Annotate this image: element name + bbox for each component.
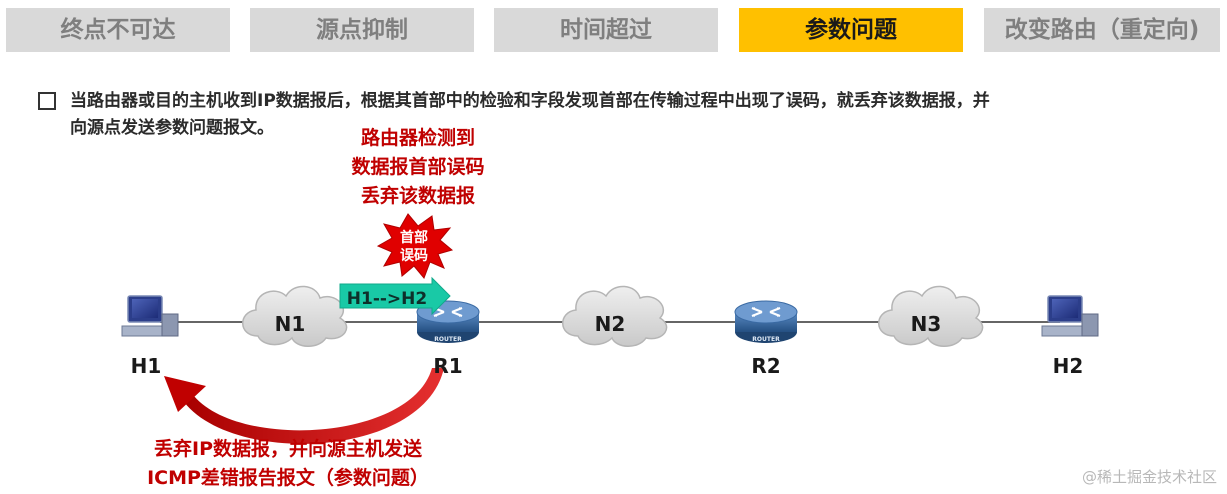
router-detect-line-1: 路由器检测到 <box>360 127 475 149</box>
description-line-2: 向源点发送参数问题报文。 <box>70 118 274 138</box>
tab-parameter-problem[interactable]: 参数问题 <box>739 8 963 52</box>
description-text: 当路由器或目的主机收到IP数据报后，根据其首部中的检验和字段发现首部在传输过程中… <box>70 88 1220 142</box>
node-label-h2: H2 <box>1052 354 1084 378</box>
host-h1-icon <box>121 295 179 337</box>
router-detect-line-2: 数据报首部误码 <box>351 156 485 178</box>
tab-destination-unreachable[interactable]: 终点不可达 <box>6 8 230 52</box>
router-r1-icon: ROUTER <box>416 300 480 343</box>
description-line-1: 当路由器或目的主机收到IP数据报后，根据其首部中的检验和字段发现首部在传输过程中… <box>70 91 990 111</box>
node-label-h1: H1 <box>130 354 162 378</box>
network-n2-cloud <box>562 285 668 347</box>
burst-line-2: 误码 <box>400 248 428 264</box>
icmp-type-tabs: 终点不可达 源点抑制 时间超过 参数问题 改变路由（重定向) <box>0 8 1227 52</box>
host-h2-icon <box>1041 295 1099 337</box>
tab-redirect[interactable]: 改变路由（重定向) <box>984 8 1220 52</box>
icmp-report-line-2: ICMP差错报告报文（参数问题） <box>147 467 429 489</box>
icmp-report-annotation: 丢弃IP数据报，并向源主机发送 ICMP差错报告报文（参数问题） <box>118 435 458 493</box>
header-error-burst-icon: 首部 误码 <box>376 213 454 279</box>
tab-source-quench[interactable]: 源点抑制 <box>250 8 474 52</box>
icmp-report-line-1: 丢弃IP数据报，并向源主机发送 <box>154 438 422 460</box>
router-r2-icon: ROUTER <box>734 300 798 343</box>
packet-label: H1-->H2 <box>347 289 427 309</box>
tab-time-exceeded[interactable]: 时间超过 <box>494 8 718 52</box>
network-n1-label: N1 <box>275 312 306 336</box>
network-n2-label: N2 <box>595 312 626 336</box>
router-detect-line-3: 丢弃该数据报 <box>360 185 475 207</box>
burst-line-1: 首部 <box>400 229 428 246</box>
node-label-r2: R2 <box>751 354 781 378</box>
description-block: 当路由器或目的主机收到IP数据报后，根据其首部中的检验和字段发现首部在传输过程中… <box>38 88 1220 148</box>
bullet-checkbox-icon <box>38 92 56 110</box>
network-n3-cloud <box>878 285 984 347</box>
network-n3-label: N3 <box>911 312 942 336</box>
router-detect-annotation: 路由器检测到 数据报首部误码 丢弃该数据报 <box>318 124 518 211</box>
router-r1-badge: ROUTER <box>434 336 462 343</box>
packet-arrow-h1-h2: H1-->H2 <box>339 276 451 316</box>
icmp-return-arrow <box>164 368 444 444</box>
watermark-text: @稀土掘金技术社区 <box>1081 468 1217 486</box>
router-r2-badge: ROUTER <box>752 336 780 343</box>
node-label-r1: R1 <box>433 354 463 378</box>
